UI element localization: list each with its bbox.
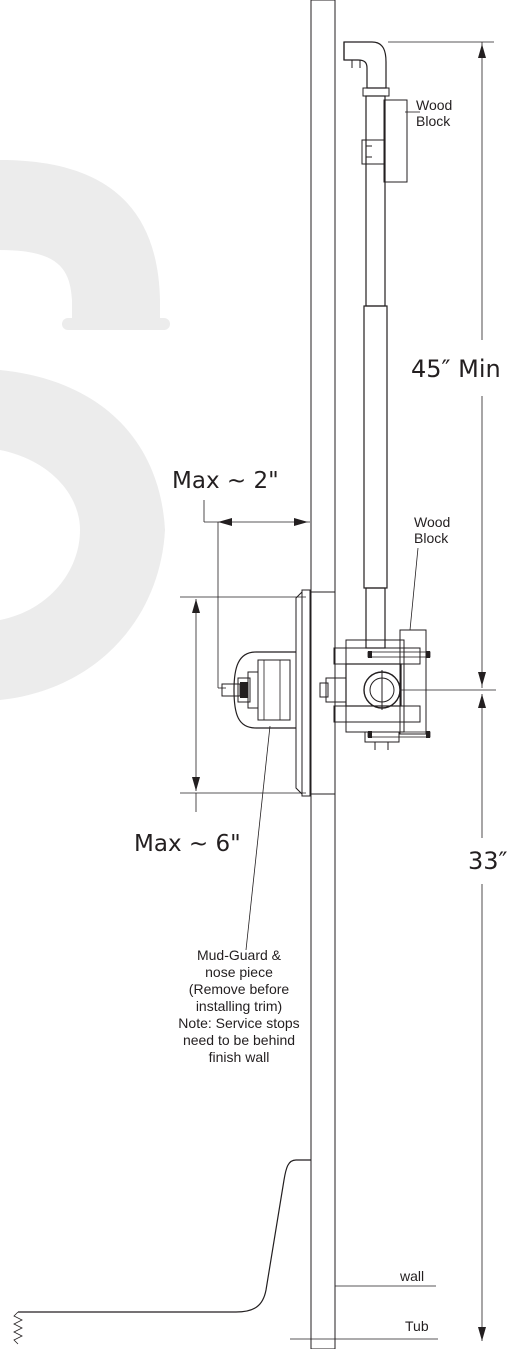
top-wood-block-label-line2: Block: [416, 113, 451, 129]
note-line-6: need to be behind: [183, 1032, 295, 1048]
note-line-1: Mud-Guard &: [197, 947, 282, 963]
mid-wood-block-label-line1: Wood: [414, 514, 450, 530]
wall-section: [310, 0, 336, 1349]
wall-label: wall: [399, 1268, 424, 1284]
note-line-4: installing trim): [196, 998, 282, 1014]
dimension-max-2: [203, 500, 310, 689]
shower-arm-elbow: [343, 41, 390, 97]
mid-wood-block-label-line2: Block: [414, 530, 449, 546]
tub-profile: [13, 1159, 311, 1345]
shower-riser-pipe: [361, 95, 388, 649]
note-line-5: Note: Service stops: [178, 1015, 299, 1031]
dimension-45-min-label: 45″ Min: [411, 355, 501, 383]
note-line-2: nose piece: [205, 964, 273, 980]
watermark-logo: [0, 160, 170, 700]
mud-guard-leader: [245, 725, 271, 951]
top-wood-block: [383, 99, 420, 183]
dimension-max-6: [180, 596, 306, 812]
dimension-45-min: [388, 41, 494, 688]
mud-guard-nose-piece: [221, 651, 296, 729]
dimension-33-label: 33″: [468, 847, 508, 875]
dimension-max-6-label: Max ~ 6": [134, 831, 241, 857]
dimension-max-2-label: Max ~ 2": [172, 468, 279, 494]
dimension-33: [478, 694, 486, 1341]
mid-wood-block: [367, 547, 431, 738]
escutcheon-plate: [295, 589, 311, 797]
note-line-3: (Remove before: [189, 981, 290, 997]
top-wood-block-label-line1: Wood: [416, 97, 452, 113]
mud-guard-note: Mud-Guard & nose piece (Remove before in…: [178, 947, 299, 1065]
note-line-7: finish wall: [209, 1049, 270, 1065]
tub-label: Tub: [405, 1318, 429, 1334]
